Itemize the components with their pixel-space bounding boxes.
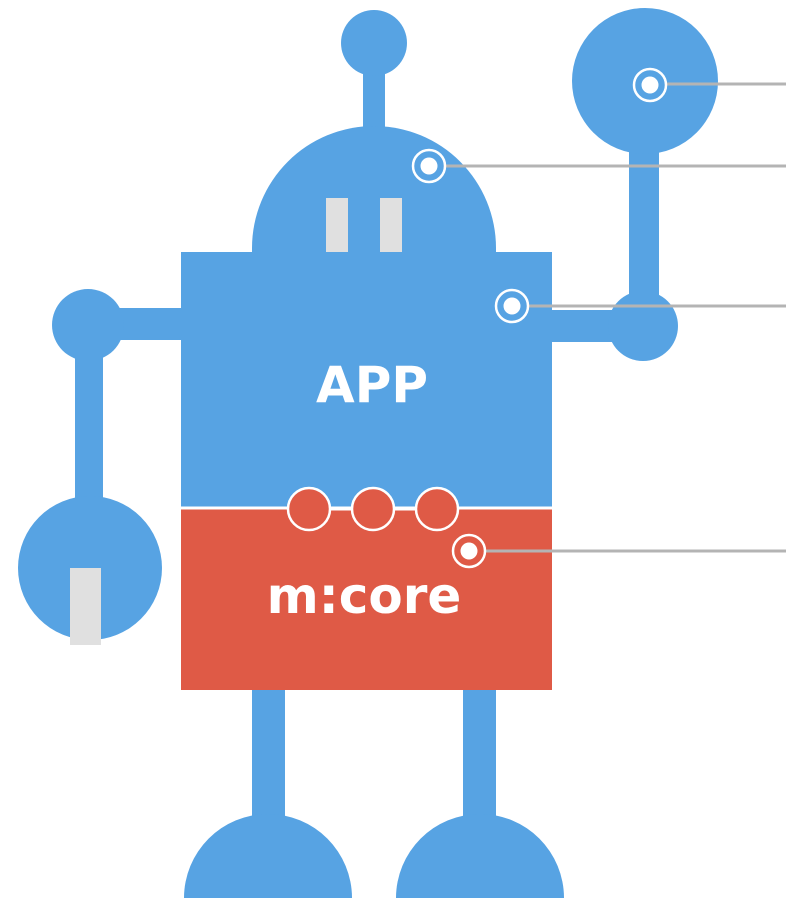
right-foot	[396, 814, 564, 898]
callout-marker-body	[494, 288, 530, 324]
callout-marker-hand	[632, 67, 668, 103]
left-hand-mark	[70, 568, 101, 645]
robot-head	[252, 126, 496, 260]
app-label: APP	[316, 356, 428, 414]
left-foot	[184, 814, 352, 898]
core-block	[181, 508, 552, 690]
right-arm	[550, 8, 718, 361]
right-eye	[380, 198, 402, 254]
left-arm-lower	[75, 325, 103, 525]
left-arm	[18, 289, 183, 645]
antenna-ball	[341, 10, 407, 76]
callout-marker-core	[451, 533, 487, 569]
antenna	[341, 10, 407, 128]
callout-markers	[411, 67, 668, 569]
core-button-2	[350, 486, 396, 532]
left-eye	[326, 198, 348, 254]
core-buttons	[286, 486, 460, 532]
legs	[184, 688, 564, 898]
core-label: m:core	[267, 567, 462, 625]
callout-marker-head	[411, 148, 447, 184]
app-body	[181, 252, 552, 508]
leader-lines	[446, 82, 786, 553]
core-button-3	[414, 486, 460, 532]
core-button-1	[286, 486, 332, 532]
